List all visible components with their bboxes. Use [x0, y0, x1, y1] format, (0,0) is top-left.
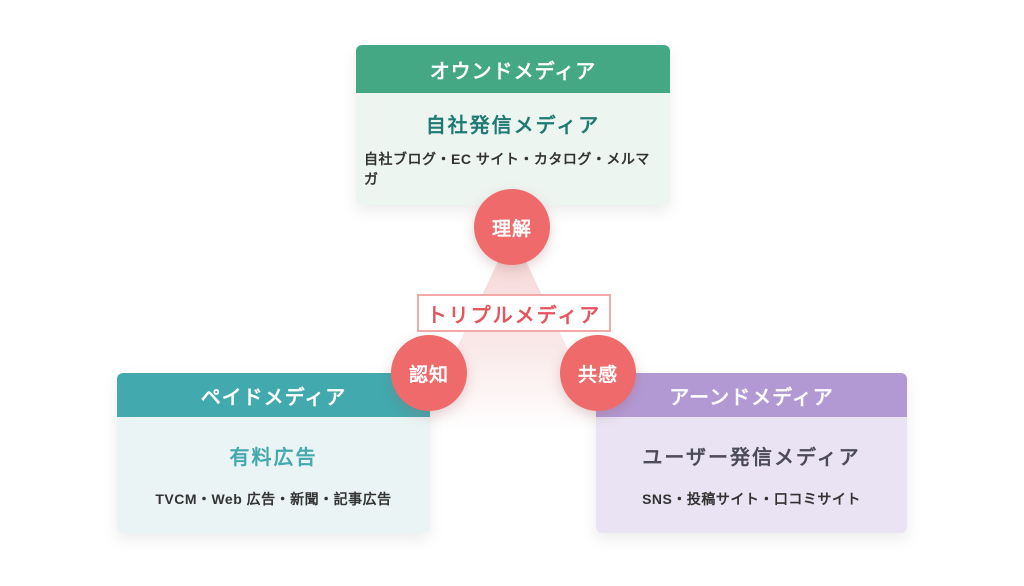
paid-media-subtitle: 有料広告: [229, 447, 318, 470]
understanding-circle-label: 理解: [491, 218, 532, 240]
understanding-circle: 理解: [474, 189, 550, 265]
owned-media-box: オウンドメディア 自社発信メディア 自社ブログ・EC サイト・カタログ・メルマガ: [356, 45, 670, 205]
earned-media-subtitle: ユーザー発信メディア: [642, 447, 861, 470]
earned-media-box: アーンドメディア ユーザー発信メディア SNS・投稿サイト・口コミサイト: [596, 373, 907, 533]
triple-media-label-text: トリプルメディア: [426, 304, 602, 327]
earned-media-title: アーンドメディア: [669, 386, 834, 409]
paid-media-description: TVCM・Web 広告・新聞・記事広告: [155, 490, 392, 507]
paid-media-box: ペイドメディア 有料広告 TVCM・Web 広告・新聞・記事広告: [117, 373, 430, 533]
paid-media-body: 有料広告 TVCM・Web 広告・新聞・記事広告: [117, 417, 430, 533]
owned-media-header: オウンドメディア: [356, 45, 670, 93]
owned-media-title: オウンドメディア: [429, 60, 597, 83]
triple-media-label: トリプルメディア: [417, 294, 611, 332]
paid-media-header: ペイドメディア: [117, 373, 430, 417]
paid-media-title: ペイドメディア: [200, 386, 347, 409]
owned-media-body: 自社発信メディア 自社ブログ・EC サイト・カタログ・メルマガ: [356, 93, 670, 205]
earned-media-description: SNS・投稿サイト・口コミサイト: [642, 490, 861, 507]
empathy-circle: 共感: [560, 335, 636, 411]
empathy-circle-label: 共感: [577, 364, 618, 386]
awareness-circle: 認知: [391, 335, 467, 411]
earned-media-body: ユーザー発信メディア SNS・投稿サイト・口コミサイト: [596, 417, 907, 533]
awareness-circle-label: 認知: [408, 364, 449, 386]
earned-media-header: アーンドメディア: [596, 373, 907, 417]
owned-media-description: 自社ブログ・EC サイト・カタログ・メルマガ: [364, 150, 650, 187]
owned-media-subtitle: 自社発信メディア: [425, 115, 601, 138]
